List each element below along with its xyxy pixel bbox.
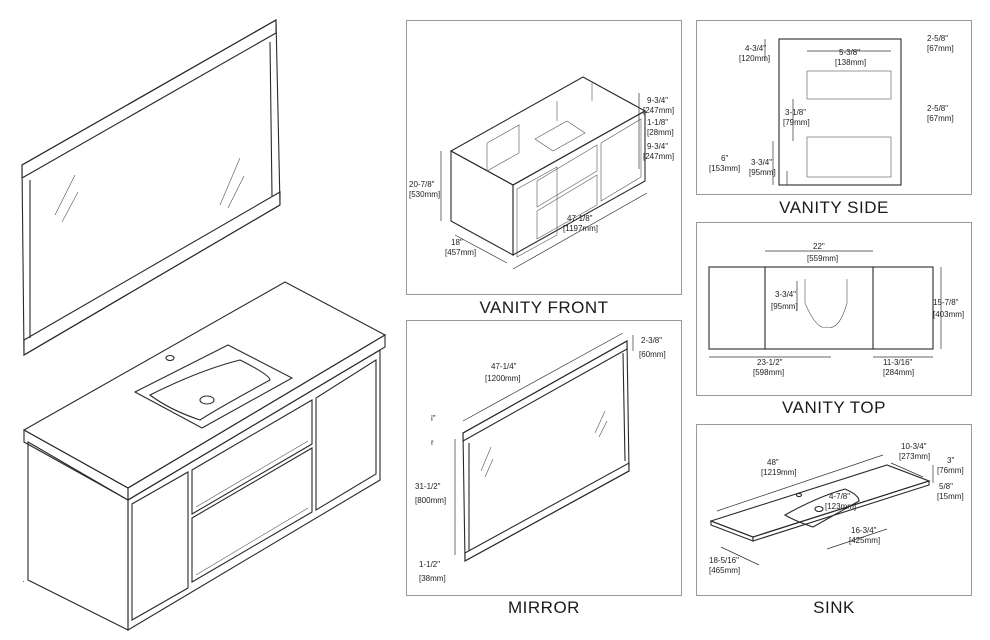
- vanity-front-drawing: 20-7/8" [530mm] 18" [457mm] 47-1/8" [119…: [409, 76, 674, 270]
- sink-a-in: 10-3/4": [901, 442, 927, 451]
- vt-d-mm: [598mm]: [753, 368, 784, 377]
- vs-f-mm: [153mm]: [709, 164, 740, 173]
- vt-b-mm: [95mm]: [771, 302, 798, 311]
- panel-vanity-front: 20-7/8" [530mm] 18" [457mm] 47-1/8" [119…: [406, 20, 682, 295]
- sink-length-in: 48": [767, 458, 779, 467]
- sink-e-in: 16-3/4": [851, 526, 877, 535]
- vanity-top-drawing: 22" [559mm] 3-3/4" [95mm] 15-7/8" [403mm…: [708, 242, 964, 377]
- vs-b-mm: [138mm]: [835, 58, 866, 67]
- mirror-depth-mm: [60mm]: [639, 350, 666, 359]
- panel-sink: 48" [1219mm] 10-3/4" [273mm] 3" [76mm] 5…: [696, 424, 972, 596]
- vf-gap-in: 1-1/8": [647, 118, 668, 127]
- vt-c-in: 15-7/8": [933, 298, 959, 307]
- vf-drawer2-mm: [247mm]: [643, 152, 674, 161]
- sink-c-mm: [15mm]: [937, 492, 964, 501]
- sink-depth-mm: [465mm]: [709, 566, 740, 575]
- caption-vanity-top: VANITY TOP: [782, 398, 886, 417]
- vs-c-in: 2-5/8": [927, 34, 948, 43]
- vf-gap-mm: [28mm]: [647, 128, 674, 137]
- vf-depth-mm: [457mm]: [445, 248, 476, 257]
- mirror-depth-in: 2-3/8": [641, 336, 662, 345]
- vs-d-mm: [79mm]: [783, 118, 810, 127]
- vs-d-in: 3-1/8": [785, 108, 806, 117]
- sink-b-mm: [76mm]: [937, 466, 964, 475]
- vanity-side-drawing: 4-3/4" [120mm] 5-3/8" [138mm] 2-5/8" [67…: [709, 34, 954, 186]
- sink-depth-in: 18-5/16": [709, 556, 739, 565]
- hero-illustration: ·: [21, 19, 387, 631]
- svg-text:r: r: [431, 438, 434, 447]
- vs-a-in: 4-3/4": [745, 44, 766, 53]
- mirror-height-in: 31-1/2": [415, 482, 441, 491]
- vs-c-mm: [67mm]: [927, 44, 954, 53]
- svg-text:·: ·: [22, 577, 25, 586]
- vf-drawer2-in: 9-3/4": [647, 142, 668, 151]
- mirror-width-mm: [1200mm]: [485, 374, 521, 383]
- mirror-frame-in: 1-1/2": [419, 560, 440, 569]
- vt-a-mm: [559mm]: [807, 254, 838, 263]
- vf-drawer1-mm: [247mm]: [643, 106, 674, 115]
- vt-c-mm: [403mm]: [933, 310, 964, 319]
- caption-sink: SINK: [813, 598, 855, 617]
- panel-mirror: i" r 47-1/4" [1200mm] 2-3/8" [60mm] 31-1…: [406, 320, 682, 596]
- sink-drawing: 48" [1219mm] 10-3/4" [273mm] 3" [76mm] 5…: [709, 442, 964, 575]
- sink-b-in: 3": [947, 456, 954, 465]
- vt-a-in: 22": [813, 242, 825, 251]
- caption-mirror: MIRROR: [508, 598, 580, 617]
- svg-text:i": i": [431, 414, 436, 423]
- vs-g-in: 3-3/4": [751, 158, 772, 167]
- sink-a-mm: [273mm]: [899, 452, 930, 461]
- vs-g-mm: [95mm]: [749, 168, 776, 177]
- sink-d-in: 4-7/8": [829, 492, 850, 501]
- sink-length-mm: [1219mm]: [761, 468, 797, 477]
- mirror-width-in: 47-1/4": [491, 362, 517, 371]
- vf-width-in: 47-1/8": [567, 214, 593, 223]
- vf-height-mm: [530mm]: [409, 190, 440, 199]
- panel-vanity-side: 4-3/4" [120mm] 5-3/8" [138mm] 2-5/8" [67…: [696, 20, 972, 195]
- vs-f-in: 6": [721, 154, 728, 163]
- sink-e-mm: [425mm]: [849, 536, 880, 545]
- caption-vanity-front: VANITY FRONT: [479, 298, 609, 317]
- vt-d-in: 23-1/2": [757, 358, 783, 367]
- hero-mirror: [21, 19, 281, 356]
- vf-width-mm: [1197mm]: [563, 224, 598, 233]
- panel-vanity-top: 22" [559mm] 3-3/4" [95mm] 15-7/8" [403mm…: [696, 222, 972, 396]
- hero-vanity: ·: [22, 281, 387, 631]
- vf-height-in: 20-7/8": [409, 180, 435, 189]
- mirror-drawing: i" r 47-1/4" [1200mm] 2-3/8" [60mm] 31-1…: [415, 332, 666, 583]
- vs-b-in: 5-3/8": [839, 48, 860, 57]
- mirror-frame-mm: [38mm]: [419, 574, 446, 583]
- vf-drawer1-in: 9-3/4": [647, 96, 668, 105]
- vt-e-in: 11-3/16": [883, 358, 913, 367]
- vs-a-mm: [120mm]: [739, 54, 770, 63]
- vf-depth-in: 18": [451, 238, 463, 247]
- vs-e-mm: [67mm]: [927, 114, 954, 123]
- vs-e-in: 2-5/8": [927, 104, 948, 113]
- vt-e-mm: [284mm]: [883, 368, 914, 377]
- sink-c-in: 5/8": [939, 482, 953, 491]
- caption-vanity-side: VANITY SIDE: [779, 198, 889, 217]
- vt-b-in: 3-3/4": [775, 290, 796, 299]
- sink-d-mm: [123mm]: [825, 502, 856, 511]
- mirror-height-mm: [800mm]: [415, 496, 446, 505]
